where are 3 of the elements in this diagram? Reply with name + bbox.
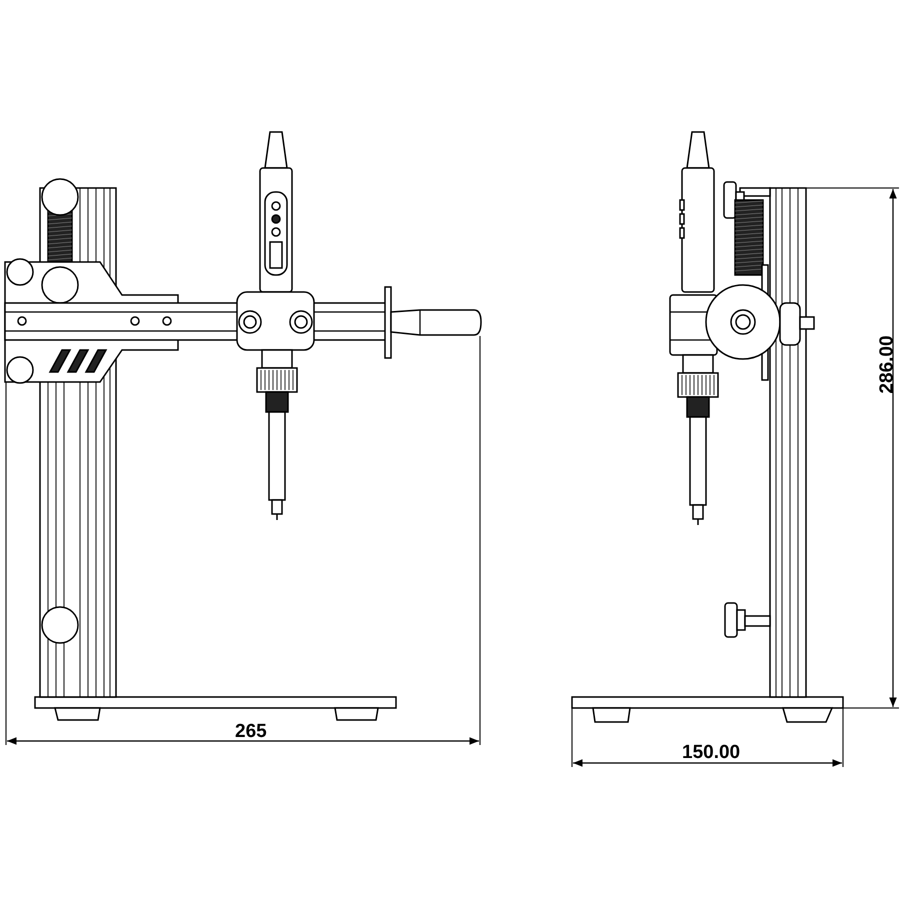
dimension-label: 265 [235,722,267,741]
dimension-label: 150.00 [682,743,740,762]
dimension-label: 286.00 [878,335,897,394]
